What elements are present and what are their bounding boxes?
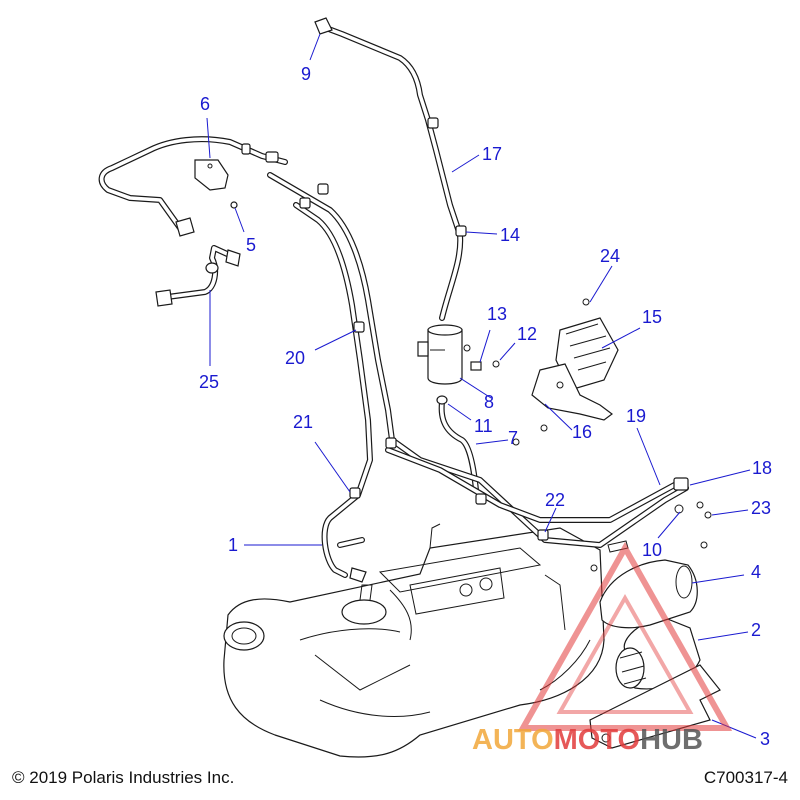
callout-21: 21 <box>293 412 313 432</box>
leader-lines <box>206 33 757 739</box>
watermark-triangle <box>517 541 733 731</box>
fasteners <box>463 344 712 572</box>
watermark-text-hub: HUB <box>640 724 703 756</box>
callout-1: 1 <box>228 535 238 555</box>
callout-15: 15 <box>642 307 662 327</box>
hose-6 <box>98 136 288 237</box>
fuel-tank <box>223 523 605 758</box>
copyright-notice: © 2019 Polaris Industries Inc. <box>12 768 235 787</box>
module-15 <box>512 298 619 446</box>
callout-7: 7 <box>508 428 518 448</box>
canister <box>417 324 463 385</box>
callout-20: 20 <box>285 348 305 368</box>
hose-25 <box>155 245 241 307</box>
callout-8: 8 <box>484 392 494 412</box>
callout-4: 4 <box>751 562 761 582</box>
callout-23: 23 <box>751 498 771 518</box>
callout-25: 25 <box>199 372 219 392</box>
callout-22: 22 <box>545 490 565 510</box>
callout-5: 5 <box>246 235 256 255</box>
callout-13: 13 <box>487 304 507 324</box>
callout-16: 16 <box>572 422 592 442</box>
callout-6: 6 <box>200 94 210 114</box>
hose-7 <box>436 395 479 493</box>
svg-text:AUTOMOTOHUB: AUTOMOTOHUB <box>472 724 703 756</box>
callout-9: 9 <box>301 64 311 84</box>
callout-10: 10 <box>642 540 662 560</box>
watermark-text-auto: AUTO <box>472 724 554 756</box>
callout-12: 12 <box>517 324 537 344</box>
callout-14: 14 <box>500 225 520 245</box>
fuel-lines <box>267 172 689 583</box>
watermark-text-moto: MOTO <box>554 724 640 756</box>
callout-11: 11 <box>474 416 493 436</box>
watermark: AUTOMOTOHUB <box>472 541 733 756</box>
callout-17: 17 <box>482 144 502 164</box>
vent-line-17 <box>314 17 467 321</box>
callout-24: 24 <box>600 246 620 266</box>
callout-19: 19 <box>626 406 646 426</box>
drawing-number: C700317-4 <box>703 768 788 787</box>
callouts: 6 5 9 17 14 24 13 12 15 20 25 8 11 19 16… <box>199 64 772 749</box>
callout-2: 2 <box>751 620 761 640</box>
callout-3: 3 <box>760 729 770 749</box>
callout-18: 18 <box>752 458 772 478</box>
watermark-inner-triangle <box>556 593 694 714</box>
